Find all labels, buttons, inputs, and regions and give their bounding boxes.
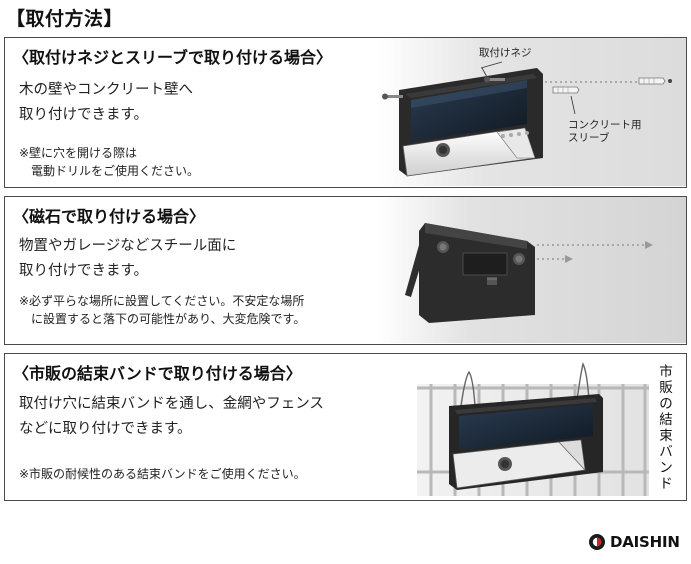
section-note: ※必ず平らな場所に設置してください。不安定な場所 に設置すると落下の可能性があり… <box>19 292 305 328</box>
note-line: ※市販の耐候性のある結束バンドをご使用ください。 <box>19 467 306 481</box>
brand-logo: DAISHIN <box>588 533 680 551</box>
cable-tie-vertical-label: 市 販 の 結 束 バ ン ド <box>657 364 675 492</box>
sleeve-icon <box>638 77 666 85</box>
section-description: 物置やガレージなどスチール面に 取り付けできます。 <box>19 234 236 284</box>
section-description: 取付け穴に結束バンドを通し、金網やフェンス などに取り付けできます。 <box>19 392 324 442</box>
vertical-char: ド <box>659 476 673 492</box>
screw-icon <box>382 93 403 100</box>
light-device <box>405 223 535 323</box>
brand-name: DAISHIN <box>610 533 680 551</box>
section-cable-tie: 〈市販の結束バンドで取り付ける場合〉 取付け穴に結束バンドを通し、金網やフェンス… <box>4 353 687 501</box>
description-line: 取付け穴に結束バンドを通し、金網やフェンス <box>19 396 324 412</box>
magnet-mount-illustration <box>377 197 686 343</box>
arrow-icon <box>537 241 653 249</box>
section-screw-sleeve: 〈取付けネジとスリーブで取り付ける場合〉 木の壁やコンクリート壁へ 取り付けでき… <box>4 37 687 188</box>
section-title: 〈磁石で取り付ける場合〉 <box>13 207 206 226</box>
page-title: 【取付方法】 <box>6 8 124 30</box>
note-line: に設置すると落下の可能性があり、大変危険です。 <box>19 312 306 326</box>
description-line: 木の壁やコンクリート壁へ <box>19 82 193 98</box>
arrow-icon <box>537 255 573 263</box>
wall-hole-icon <box>668 79 672 83</box>
vertical-char: の <box>659 396 673 412</box>
description-line: 取り付けできます。 <box>19 107 149 123</box>
vertical-char: バ <box>659 444 673 460</box>
note-line: ※必ず平らな場所に設置してください。不安定な場所 <box>19 294 305 308</box>
section-description: 木の壁やコンクリート壁へ 取り付けできます。 <box>19 78 193 128</box>
section-magnet: 〈磁石で取り付ける場合〉 物置やガレージなどスチール面に 取り付けできます。 ※… <box>4 196 687 345</box>
vertical-char: 結 <box>659 412 673 428</box>
light-device <box>449 394 603 490</box>
callout-line: スリーブ <box>568 132 610 144</box>
section-title: 〈取付けネジとスリーブで取り付ける場合〉 <box>13 48 333 67</box>
vertical-char: ン <box>659 460 673 476</box>
brand-mark-icon <box>589 534 605 550</box>
description-line: などに取り付けできます。 <box>19 421 192 437</box>
vertical-char: 市 <box>659 364 673 380</box>
screw-mount-illustration <box>377 38 686 186</box>
screw-icon <box>484 76 505 83</box>
cable-tie-icon <box>460 361 590 407</box>
section-title: 〈市販の結束バンドで取り付ける場合〉 <box>13 364 302 383</box>
note-line: ※壁に穴を開ける際は <box>19 146 138 160</box>
callout-line: コンクリート用 <box>568 119 642 131</box>
section-note: ※市販の耐候性のある結束バンドをご使用ください。 <box>19 465 306 483</box>
description-line: 物置やガレージなどスチール面に <box>19 238 237 254</box>
note-line: 電動ドリルをご使用ください。 <box>19 164 200 178</box>
vertical-char: 束 <box>659 428 673 444</box>
screw-callout: 取付けネジ <box>479 47 532 59</box>
section-note: ※壁に穴を開ける際は 電動ドリルをご使用ください。 <box>19 144 199 180</box>
description-line: 取り付けできます。 <box>19 263 149 279</box>
sleeve-icon <box>552 86 580 94</box>
vertical-char: 販 <box>659 380 673 396</box>
cable-tie-mount-illustration <box>417 361 649 496</box>
sleeve-callout: コンクリート用 スリーブ <box>568 119 642 145</box>
